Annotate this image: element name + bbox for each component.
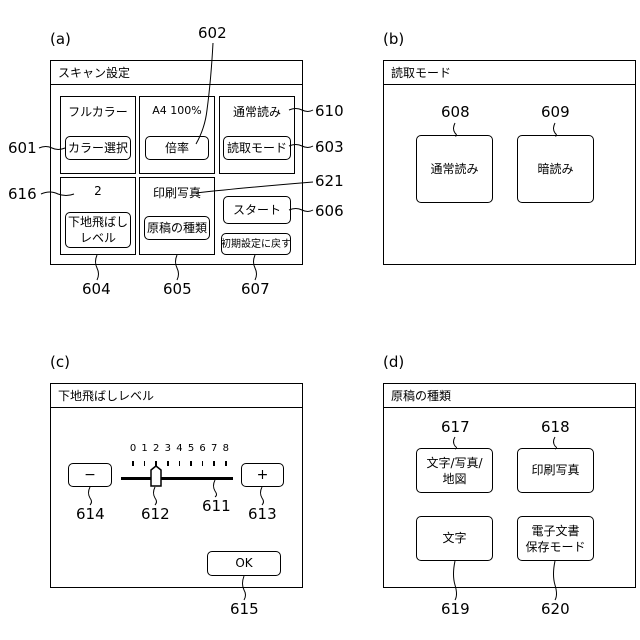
ref-615: 615: [230, 600, 259, 618]
panel-label-c: (c): [50, 353, 70, 371]
scale-tick: [190, 461, 192, 466]
panel-title: 原稿の種類: [384, 384, 635, 408]
scale-tick: [132, 461, 134, 466]
ref-601: 601: [8, 139, 37, 157]
ref-621: 621: [315, 172, 344, 190]
ref-613: 613: [248, 505, 277, 523]
ref-616: 616: [8, 185, 37, 203]
ref-608: 608: [441, 103, 470, 121]
read-mode-button[interactable]: 読取モード: [223, 136, 291, 160]
panel-title: スキャン設定: [51, 61, 302, 85]
scale-number: 3: [163, 443, 173, 454]
scale-tick: [202, 461, 204, 466]
ref-611: 611: [202, 497, 231, 515]
scale-tick: [179, 461, 181, 466]
scale-tick: [144, 461, 146, 466]
ref-612: 612: [141, 505, 170, 523]
normal-read-button[interactable]: 通常読み: [416, 135, 493, 203]
color-mode-value: フルカラー: [60, 103, 136, 120]
ref-605: 605: [163, 280, 192, 298]
scale-tick: [225, 461, 227, 466]
scale-number: 8: [221, 443, 231, 454]
ref-618: 618: [541, 418, 570, 436]
scale-number: 4: [174, 443, 184, 454]
panel-title: 読取モード: [384, 61, 635, 85]
scale-number: 0: [128, 443, 138, 454]
ref-617: 617: [441, 418, 470, 436]
text-button[interactable]: 文字: [416, 516, 493, 561]
start-button[interactable]: スタート: [223, 196, 291, 224]
increase-button[interactable]: +: [241, 463, 284, 487]
print-photo-button[interactable]: 印刷写真: [517, 448, 594, 493]
ref-607: 607: [241, 280, 270, 298]
doc-type-button[interactable]: 原稿の種類: [144, 216, 210, 240]
decrease-button[interactable]: −: [68, 463, 112, 487]
panel-label-a: (a): [50, 30, 71, 48]
slider-track[interactable]: [121, 477, 233, 480]
scale-number: 6: [198, 443, 208, 454]
ref-604: 604: [82, 280, 111, 298]
bg-level-button[interactable]: 下地飛ばし レベル: [65, 212, 131, 248]
scale-number: 7: [209, 443, 219, 454]
read-mode-value: 通常読み: [219, 103, 295, 120]
ref-610: 610: [315, 102, 344, 120]
reset-defaults-button[interactable]: 初期設定に戻す: [221, 233, 291, 255]
scale-number: 2: [151, 443, 161, 454]
ref-606: 606: [315, 202, 344, 220]
scale-tick: [167, 461, 169, 466]
ref-614: 614: [76, 505, 105, 523]
color-select-button[interactable]: カラー選択: [65, 136, 131, 160]
scale-number: 5: [186, 443, 196, 454]
panel-title: 下地飛ばしレベル: [51, 384, 302, 408]
ratio-button[interactable]: 倍率: [145, 136, 209, 160]
e-document-button[interactable]: 電子文書 保存モード: [517, 516, 594, 561]
size-ratio-value: A4 100%: [139, 104, 215, 117]
bg-level-value: 2: [60, 184, 136, 198]
dark-read-button[interactable]: 暗読み: [517, 135, 594, 203]
doc-type-value: 印刷写真: [139, 184, 215, 201]
ref-603: 603: [315, 138, 344, 156]
scale-number: 1: [140, 443, 150, 454]
ref-609: 609: [541, 103, 570, 121]
ref-620: 620: [541, 600, 570, 618]
ref-619: 619: [441, 600, 470, 618]
panel-label-b: (b): [383, 30, 404, 48]
scale-tick: [213, 461, 215, 466]
ok-button[interactable]: OK: [207, 551, 281, 576]
ref-602: 602: [198, 24, 227, 42]
panel-label-d: (d): [383, 353, 404, 371]
text-photo-map-button[interactable]: 文字/写真/ 地図: [416, 448, 493, 493]
slider-thumb[interactable]: [150, 465, 162, 487]
